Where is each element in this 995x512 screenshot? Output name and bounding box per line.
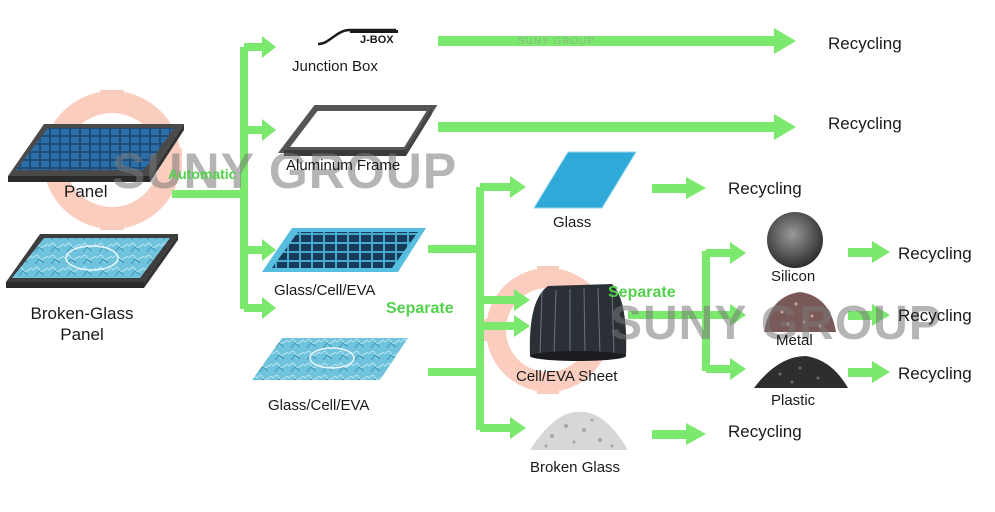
metal-image [764,292,836,332]
separate-label-2: Separate [608,284,676,301]
recycling-output-aluminum-frame: Recycling [828,114,902,133]
recycling-output-junction-box: Recycling [828,34,902,53]
cell-eva-sheet-label: Cell/EVA Sheet [516,368,618,385]
recycling-output-glass: Recycling [728,179,802,198]
glass-cell-eva-top-image [262,228,426,272]
glass-cell-eva-top-label: Glass/Cell/EVA [274,282,376,299]
automatic-label: Automatic [168,166,237,182]
glass-cell-eva-bottom-label: Glass/Cell/EVA [268,397,370,414]
recycling-output-plastic: Recycling [898,364,972,383]
broken-glass-panel-image [6,234,178,288]
junction-box-label: Junction Box [292,58,378,75]
separate-label-1: Separate [386,300,454,317]
broken-glass-pile-image [530,411,628,450]
recycling-output-broken-glass: Recycling [728,422,802,441]
aluminum-frame-image [277,105,438,156]
watermark-text-right: SUNY GROUP [610,297,942,350]
silicon-image [767,212,823,268]
watermark-text-left: SUNY GROUP [112,143,458,199]
flow-arrows [172,28,890,445]
broken-glass-panel-label-line2: Panel [60,325,104,344]
plastic-image [754,356,848,388]
plastic-label: Plastic [771,392,816,409]
aluminum-frame-label: Aluminum Frame [286,157,401,174]
silicon-label: Silicon [771,268,816,285]
glass-label: Glass [553,214,592,231]
broken-glass-label: Broken Glass [530,459,621,476]
junction-box-tag: J-BOX [360,34,394,46]
watermark-text-small: SUNY GROUP [518,36,596,47]
glass-cell-eva-bottom-image [252,338,408,380]
panel-image [8,124,184,182]
metal-label: Metal [776,332,813,349]
panel-label: Panel [64,182,108,201]
cell-eva-sheet-image [529,284,627,361]
junction-box-image [317,28,398,46]
recycling-output-silicon: Recycling [898,244,972,263]
recycling-output-metal: Recycling [898,306,972,325]
glass-image [533,151,637,209]
broken-glass-panel-label-line1: Broken-Glass [30,304,134,323]
